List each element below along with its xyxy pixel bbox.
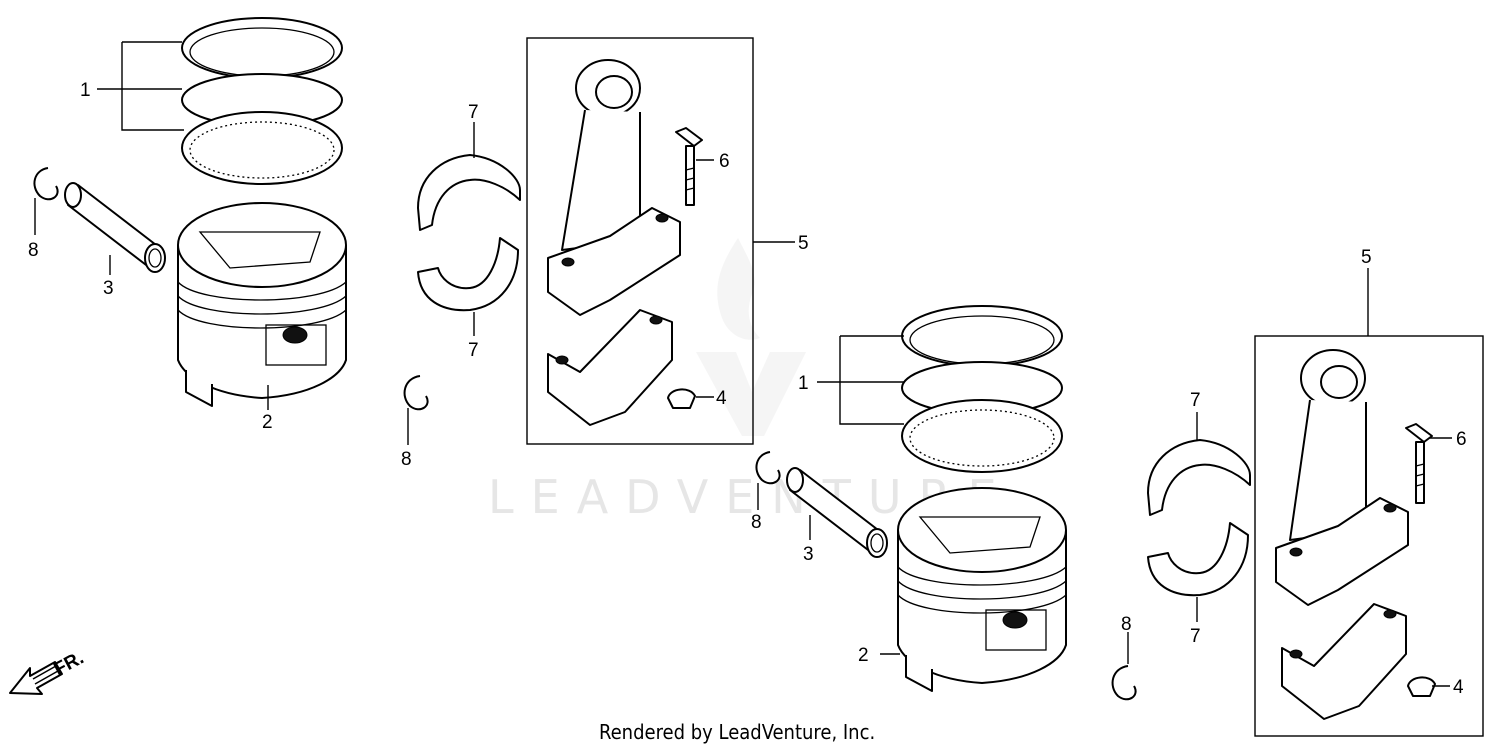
callout-8-left-a: 8 <box>28 240 39 261</box>
callout-labels: 1 8 3 2 8 7 7 5 6 4 1 8 3 2 8 7 7 5 6 4 <box>28 80 1467 698</box>
left-piston <box>177 202 347 407</box>
callout-7-left-lower: 7 <box>468 340 479 361</box>
callout-7-left-upper: 7 <box>468 102 479 123</box>
leadventure-flame-logo-icon <box>696 238 806 436</box>
callout-7-right-lower: 7 <box>1190 626 1201 647</box>
callout-5-right: 5 <box>1361 247 1372 268</box>
right-clip-a <box>755 451 781 485</box>
left-connecting-rod <box>526 37 754 445</box>
right-conrod-assembly-box <box>1254 335 1484 737</box>
callout-2-left: 2 <box>262 412 273 433</box>
callout-3-right: 3 <box>803 544 814 565</box>
callout-8-right-b: 8 <box>1121 614 1132 635</box>
left-conrod-assembly-box <box>526 37 754 445</box>
callout-4-right: 4 <box>1453 677 1464 698</box>
right-clip-b <box>1111 665 1137 701</box>
left-clip-a <box>33 167 59 201</box>
callout-6-right: 6 <box>1456 429 1467 450</box>
callout-6-left: 6 <box>719 151 730 172</box>
right-leader-lines <box>757 268 1452 687</box>
callout-8-left-b: 8 <box>401 449 412 470</box>
left-bearing-shells <box>417 154 521 312</box>
left-piston-pin <box>64 182 166 273</box>
right-piston <box>897 487 1067 692</box>
callout-2-right: 2 <box>858 645 869 666</box>
callout-1-left: 1 <box>80 80 91 101</box>
left-clip-b <box>403 375 429 411</box>
left-piston-rings <box>181 17 343 185</box>
callout-5-left: 5 <box>798 233 809 254</box>
callout-7-right-upper: 7 <box>1190 390 1201 411</box>
right-bearing-shells <box>1147 439 1251 597</box>
callout-3-left: 3 <box>103 278 114 299</box>
right-piston-pin <box>786 467 888 558</box>
callout-8-right-a: 8 <box>751 512 762 533</box>
right-connecting-rod <box>1254 335 1484 737</box>
callout-4-left: 4 <box>716 388 727 409</box>
callout-1-right: 1 <box>798 373 809 394</box>
footer-credit: Rendered by LeadVenture, Inc. <box>599 720 875 744</box>
right-piston-rings <box>901 305 1063 473</box>
direction-marker: FR. <box>9 648 87 695</box>
left-leader-lines <box>34 41 795 445</box>
